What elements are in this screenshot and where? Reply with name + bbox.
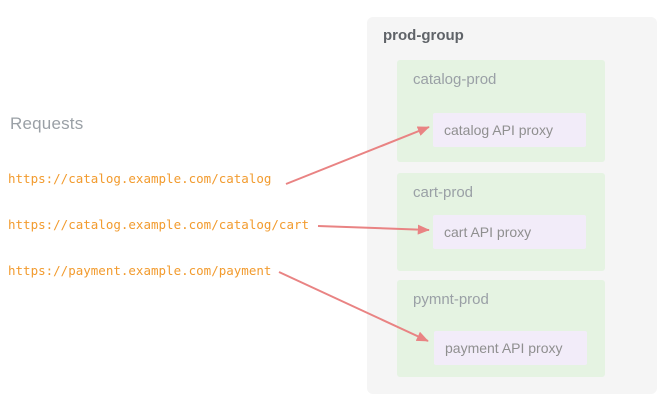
request-url-catalog-cart: https://catalog.example.com/catalog/cart (8, 217, 310, 232)
request-url-payment: https://payment.example.com/payment (8, 263, 272, 278)
environment-box-catalog-prod: catalog-prod catalog API proxy (397, 60, 605, 162)
requests-heading: Requests (10, 114, 84, 133)
environment-box-pymnt-prod: pymnt-prod payment API proxy (397, 280, 605, 377)
api-proxy-box-payment: payment API proxy (434, 331, 587, 365)
api-proxy-box-catalog: catalog API proxy (433, 113, 586, 147)
environment-box-cart-prod: cart-prod cart API proxy (397, 173, 605, 271)
prod-group-panel: prod-group catalog-prod catalog API prox… (367, 17, 657, 394)
environment-label: cart-prod (413, 184, 474, 201)
api-proxy-box-cart: cart API proxy (433, 215, 586, 249)
request-url-catalog: https://catalog.example.com/catalog (8, 171, 272, 186)
prod-group-title: prod-group (383, 27, 464, 44)
environment-label: catalog-prod (413, 71, 497, 88)
environment-label: pymnt-prod (413, 291, 489, 308)
